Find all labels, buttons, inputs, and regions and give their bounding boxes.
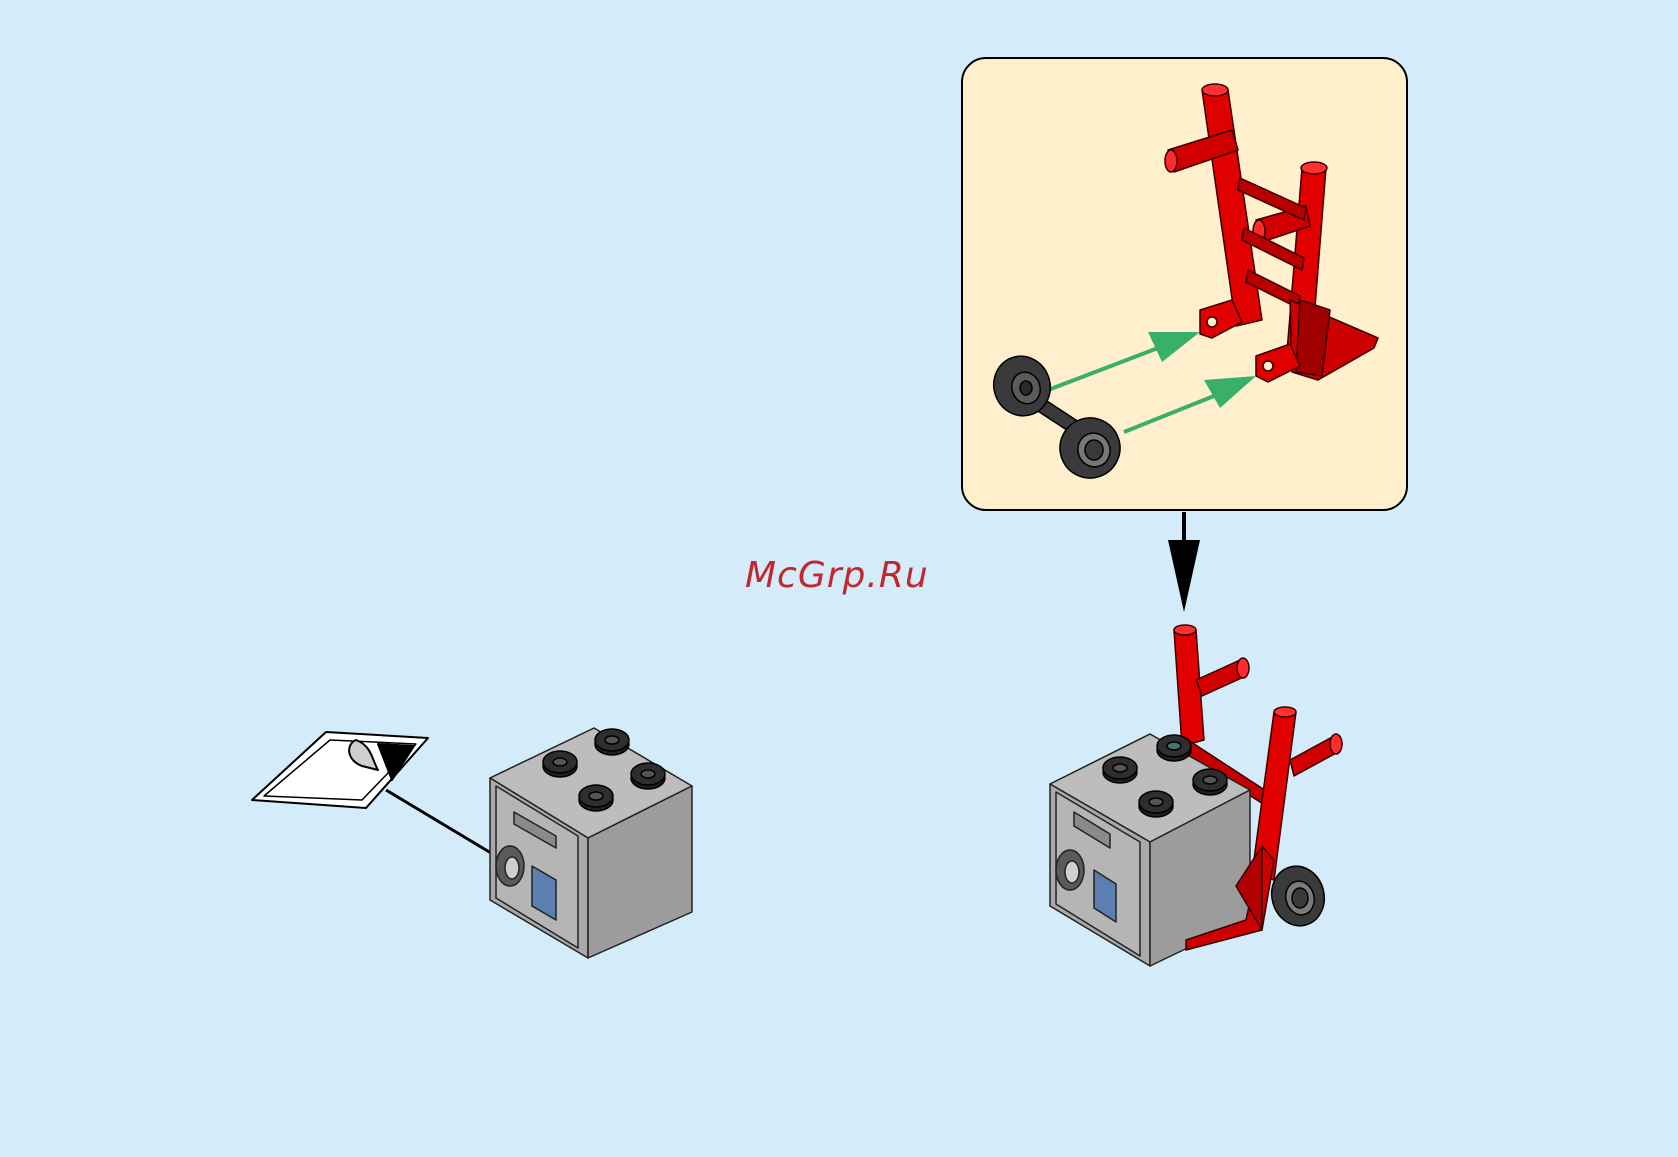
safe-brick-icon bbox=[490, 728, 692, 958]
sticker-leader-line bbox=[386, 790, 496, 856]
subassembly-callout bbox=[962, 58, 1407, 510]
sticker-sheet-icon bbox=[252, 732, 428, 808]
step-arrow bbox=[1168, 512, 1200, 612]
watermark-text: McGrp.Ru bbox=[745, 555, 929, 596]
callout-box bbox=[962, 58, 1407, 510]
